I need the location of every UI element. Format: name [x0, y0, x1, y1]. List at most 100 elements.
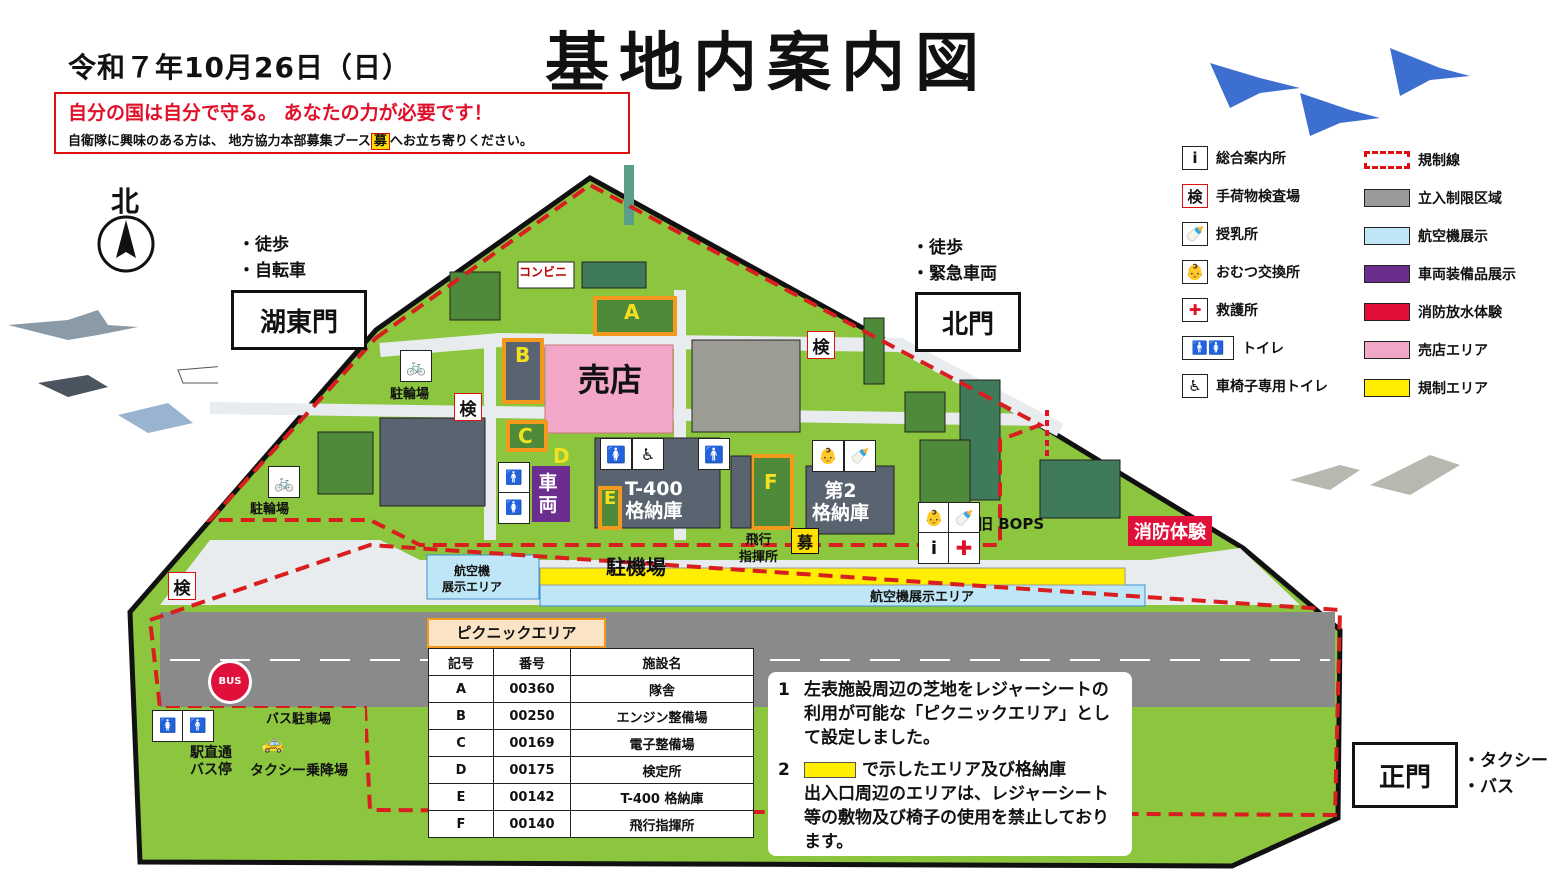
info-icon: i [918, 532, 950, 564]
legend-swatch [1364, 303, 1410, 321]
bicycle-icon: 🚲 [400, 350, 432, 382]
taxi-icon: 🚕 [261, 732, 285, 754]
restroom-icon: 🚹 [182, 710, 214, 742]
letter-a: A [624, 300, 640, 324]
diaper-icon: 👶 [812, 440, 844, 472]
note-number: 2 [778, 760, 790, 780]
building-e [598, 486, 622, 530]
legend-first-aid: ✚ 救護所 [1182, 298, 1258, 322]
building-north-1 [581, 261, 647, 289]
page-title: 基地内案内図 [545, 27, 989, 101]
legend-label: 車椅子専用トイレ [1216, 379, 1328, 395]
aircraft-area-label-2: 航空機展示エリア [870, 590, 975, 605]
flight-command-label: 飛行 指揮所 [739, 533, 779, 565]
legend-swatch [1364, 227, 1410, 245]
legend-label: 救護所 [1216, 303, 1258, 319]
legend-restricted-line: 規制線 [1364, 150, 1460, 170]
bus-sign: BUS [208, 660, 252, 704]
info-icon: i [1182, 146, 1208, 170]
legend-label: 立入制限区域 [1418, 191, 1502, 207]
restroom-icon: 🚺 [600, 438, 632, 470]
letter-d: D [553, 444, 570, 468]
legend-swatch [1364, 265, 1410, 283]
building-c [506, 420, 548, 452]
table-cell: T-400 格納庫 [570, 783, 754, 811]
letter-e: E [604, 488, 617, 509]
wheelchair-icon: ♿ [632, 438, 664, 470]
store-area [544, 344, 674, 434]
legend-swatch [1364, 151, 1410, 169]
table-cell: 00140 [493, 810, 571, 838]
table-cell: D [428, 756, 494, 784]
legend-swatch [1364, 189, 1410, 207]
picnic-area-label: ピクニックエリア [427, 618, 606, 648]
hangar2-label: 第2 格納庫 [812, 480, 870, 524]
legend-fire: 消防放水体験 [1364, 302, 1502, 322]
table-cell: 隊舎 [570, 675, 754, 703]
restroom-icon: 🚹 [498, 462, 530, 494]
table-cell: 00142 [493, 783, 571, 811]
recruit-line2-b: へお立ち寄りください。 [389, 134, 533, 149]
table-header: 施設名 [570, 648, 754, 676]
main-gate-access: ・タクシー ・バス [1463, 748, 1547, 800]
building-f [750, 454, 794, 530]
legend-store: 売店エリア [1364, 340, 1488, 360]
restroom-icon: 🚺 [498, 492, 530, 524]
inspection-icon: 検 [168, 572, 196, 600]
legend-label: 授乳所 [1216, 227, 1258, 243]
legend-nursing: 🍼 授乳所 [1182, 222, 1258, 246]
hq-building [691, 339, 801, 433]
note-2: 2 で示したエリア及び格納庫出入口周辺のエリアは、レジャーシート等の敷物及び椅子… [778, 758, 1122, 854]
first-aid-icon: ✚ [1182, 298, 1208, 322]
main-gate-access-2: ・バス [1463, 777, 1514, 797]
letter-f: F [764, 470, 778, 494]
hangar2 [805, 465, 895, 535]
bops-building [919, 439, 971, 511]
inspection-icon: 検 [807, 331, 835, 359]
table-header: 番号 [493, 648, 571, 676]
table-cell: 00175 [493, 756, 571, 784]
yellow-swatch [804, 762, 856, 778]
west-gate-access-2: ・自転車 [238, 261, 306, 281]
recruit-line1: 自分の国は自分で守る。 あなたの力が必要です！ [68, 102, 493, 124]
legend-wheelchair: ♿車椅子専用トイレ [1182, 374, 1328, 398]
diaper-icon: 👶 [918, 502, 950, 534]
recruit-booth-mark: 募 [791, 528, 819, 554]
aircraft-illustrations-top [1210, 48, 1470, 136]
main-gate-sign: 正門 [1352, 742, 1458, 808]
fire-experience-label: 消防体験 [1128, 516, 1212, 546]
west-gate-access: ・徒歩 ・自転車 [238, 232, 306, 284]
inspection-icon: 検 [1182, 184, 1208, 208]
notes-panel: 1 左表施設周辺の芝地をレジャーシートの利用が可能な「ピクニックエリア」として設… [768, 672, 1132, 856]
apron-label: 駐機場 [606, 555, 666, 579]
inspection-icon: 検 [454, 393, 482, 421]
building-west [317, 431, 374, 495]
legend-regulated: 規制エリア [1364, 378, 1488, 398]
bike-parking-label-2: 駐輪場 [250, 502, 290, 517]
legend-inspection: 検手荷物検査場 [1182, 184, 1300, 208]
north-gate-access-2: ・緊急車両 [912, 264, 997, 284]
table-header: 記号 [428, 648, 494, 676]
diaper-icon: 👶 [1182, 260, 1208, 284]
conveni-label: コンビニ [519, 265, 568, 279]
hangar-west [379, 417, 486, 507]
aircraft-area-1 [426, 554, 540, 600]
nursing-icon: 🍼 [1182, 222, 1208, 246]
table-cell: 検定所 [570, 756, 754, 784]
legend-aircraft: 航空機展示 [1364, 226, 1488, 246]
west-gate-access-1: ・徒歩 [238, 235, 289, 255]
north-gate-access-1: ・徒歩 [912, 238, 963, 258]
table-cell: A [428, 675, 494, 703]
letter-c: C [518, 424, 533, 448]
table-cell: 00250 [493, 702, 571, 730]
table-cell: B [428, 702, 494, 730]
table-cell: E [428, 783, 494, 811]
note-1: 1 左表施設周辺の芝地をレジャーシートの利用が可能な「ピクニックエリア」として設… [778, 678, 1122, 750]
table-cell: C [428, 729, 494, 757]
legend-diaper: 👶おむつ交換所 [1182, 260, 1300, 284]
recruit-mark: 募 [370, 133, 390, 150]
